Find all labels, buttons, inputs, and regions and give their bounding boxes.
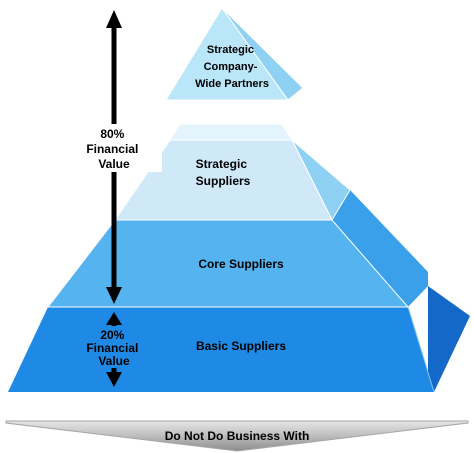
tier-label-line: Basic Suppliers [196, 339, 286, 353]
tier-strategic-partners-label: Strategic Company- Wide Partners [195, 44, 269, 90]
arrow-down-head [106, 372, 122, 387]
tier-edge [407, 306, 435, 393]
tier-label-line: Wide Partners [195, 78, 269, 90]
financial-value-80-label: 80% Financial Value [86, 127, 141, 171]
financial-label-line: Value [98, 157, 130, 171]
financial-label-line: 20% [100, 328, 124, 342]
financial-value-20-label: 20% Financial Value [86, 328, 141, 368]
financial-20-label-bg [82, 326, 146, 368]
tier-label-line: Strategic [207, 44, 254, 56]
core-right-face [332, 190, 428, 307]
financial-label-line: Financial [86, 142, 138, 156]
exclusion-banner: Do Not Do Business With [5, 420, 469, 452]
strategic-top-face [169, 123, 293, 141]
tier-strategic-partners: Strategic Company- Wide Partners [165, 7, 304, 101]
tier-strategic-suppliers-label: Strategic Suppliers [196, 157, 251, 188]
financial-80-label-bg [66, 124, 162, 172]
exclusion-banner-shape [5, 420, 469, 452]
tier-basic-suppliers-label: Basic Suppliers [196, 339, 286, 353]
tier-label-line: Company- [204, 61, 258, 73]
exclusion-label: Do Not Do Business With [165, 429, 310, 443]
tier-core-suppliers-label: Core Suppliers [198, 257, 284, 271]
financial-label-line: 80% [100, 127, 124, 141]
financial-label-line: Value [98, 354, 130, 368]
tier-label-line: Core Suppliers [198, 257, 284, 271]
tier-label-line: Strategic [196, 157, 248, 171]
strategic-front-face [114, 139, 333, 221]
arrow-up-head [106, 312, 122, 325]
apex-right-face [221, 7, 304, 101]
arrow-up-head [106, 10, 122, 28]
financial-label-line: Financial [86, 341, 138, 355]
tier-label-line: Suppliers [196, 174, 251, 188]
basic-right-face [428, 286, 470, 392]
tier-strategic-suppliers: Strategic Suppliers [114, 123, 351, 222]
arrow-down-head [106, 287, 122, 304]
